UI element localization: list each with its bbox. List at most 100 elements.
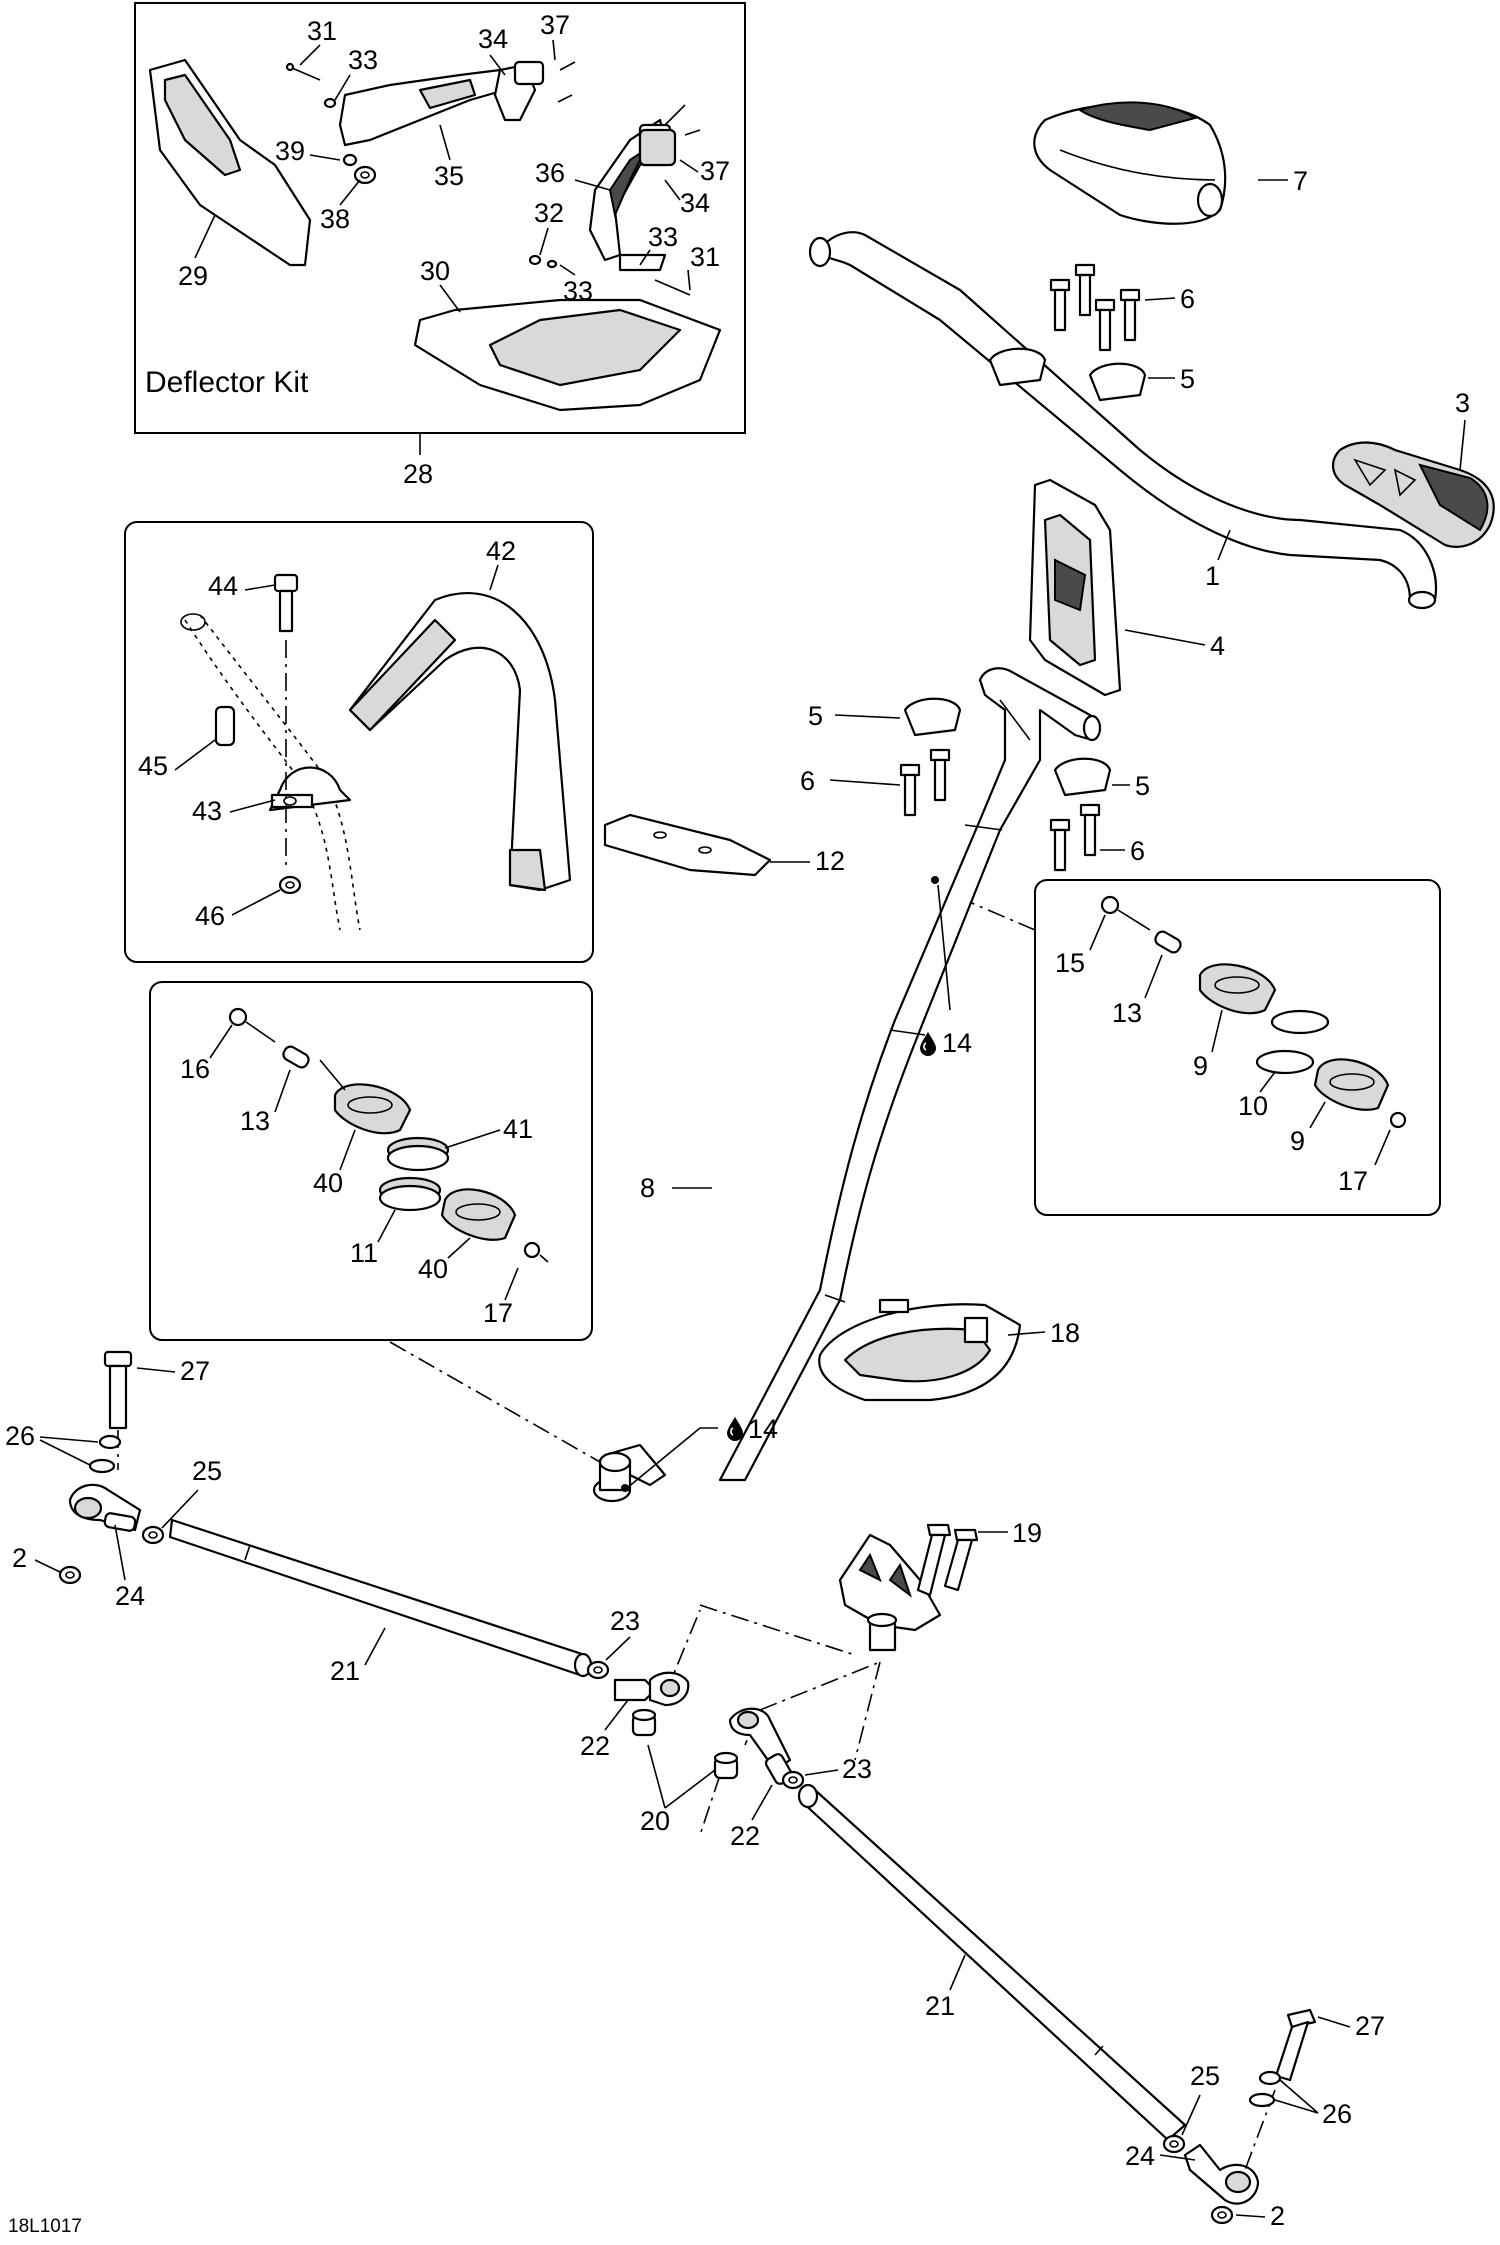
part-12-plate <box>603 813 772 877</box>
callout-23-a: 23 <box>610 1606 640 1636</box>
callout-13-b: 13 <box>240 1106 270 1136</box>
clamp-box-right: 15 13 9 10 9 17 <box>1034 879 1441 1216</box>
callout-11: 11 <box>350 1238 378 1268</box>
part-16-bolt <box>228 1007 276 1043</box>
callout-44: 44 <box>208 571 238 601</box>
figure-code: 18L1017 <box>8 2216 82 2237</box>
callout-3: 3 <box>1455 388 1470 418</box>
part-21-tie-rod-left <box>168 1518 593 1678</box>
part-43-clamp <box>268 766 352 812</box>
part-11-bushing <box>378 1176 442 1212</box>
callout-46: 46 <box>195 901 225 931</box>
part-27-bolt-right <box>1244 2008 1317 2171</box>
part-24-rod-end-right <box>1183 2143 1260 2205</box>
part-19-bolts <box>916 1523 979 1597</box>
callout-26-a: 26 <box>5 1421 35 1451</box>
part-34-clamp <box>638 128 677 167</box>
part-27-bolt-left <box>103 1350 133 1470</box>
part-23-nut-center-a <box>586 1660 610 1680</box>
part-26-washers-left <box>88 1434 122 1474</box>
callout-36: 36 <box>535 158 565 188</box>
callout-26-b: 26 <box>1322 2099 1352 2129</box>
part-5-clamp-mid-a <box>903 697 962 737</box>
callout-34-a: 34 <box>478 24 508 54</box>
callout-33-a: 33 <box>348 45 378 75</box>
callout-40-b: 40 <box>418 1254 448 1284</box>
callout-45: 45 <box>138 751 168 781</box>
callout-35: 35 <box>434 161 464 191</box>
callout-17-b: 17 <box>483 1298 513 1328</box>
handlebar-pad-box: 42 44 45 43 46 <box>124 521 594 963</box>
callout-24-a: 24 <box>115 1581 145 1611</box>
callout-27-a: 27 <box>180 1356 210 1386</box>
callout-40-a: 40 <box>313 1168 343 1198</box>
part-2-nut-right <box>1210 2205 1234 2225</box>
callout-5-b: 5 <box>808 701 823 731</box>
deflector-kit-frame <box>134 2 746 434</box>
callout-21-a: 21 <box>330 1656 360 1686</box>
callout-12: 12 <box>815 846 845 876</box>
part-1-handlebar <box>808 231 1438 610</box>
pad-box-frame <box>124 521 594 963</box>
bar-outline-dotted <box>180 613 361 931</box>
callout-1: 1 <box>1205 561 1220 591</box>
part-3-grip <box>1332 441 1495 548</box>
part-24-rod-end-left <box>68 1483 142 1532</box>
callout-37-b: 37 <box>700 156 730 186</box>
part-9-clamp-upper <box>1198 963 1277 1015</box>
callout-13-a: 13 <box>1112 998 1142 1028</box>
link-line-right-box <box>959 897 1036 931</box>
centerlines-tie-rod <box>664 1604 881 1836</box>
part-31-bolt <box>285 62 321 81</box>
callout-6-c: 6 <box>1130 836 1145 866</box>
part-10-bushing <box>1255 1009 1330 1075</box>
link-line-left-box <box>389 1341 601 1463</box>
part-6-bolts-mid-b <box>1049 803 1101 872</box>
part-13-bushing-right <box>1154 930 1182 954</box>
part-44-bolt <box>273 573 299 870</box>
part-22-rod-end-center-a <box>613 1671 690 1707</box>
callout-21-b: 21 <box>925 1991 955 2021</box>
callout-9-b: 9 <box>1290 1126 1305 1156</box>
part-46-nut <box>278 875 302 895</box>
callout-18: 18 <box>1050 1318 1080 1348</box>
callout-16: 16 <box>180 1054 210 1084</box>
deflector-kit-title: Deflector Kit <box>145 366 309 399</box>
part-18-boot <box>818 1298 1022 1402</box>
part-37-bolts <box>557 61 576 103</box>
clamp-box-left-frame <box>149 981 593 1341</box>
callout-38: 38 <box>320 204 350 234</box>
part-33-washer-right <box>546 259 558 269</box>
part-21-tie-rod-right <box>797 1783 1187 2142</box>
callout-27-b: 27 <box>1355 2011 1385 2041</box>
callout-25-a: 25 <box>192 1456 222 1486</box>
oil-drop-icon <box>919 1031 937 1057</box>
callout-6-b: 6 <box>800 766 815 796</box>
part-25-nut-left <box>141 1525 165 1545</box>
callout-33-c: 33 <box>563 276 593 306</box>
lube-point-14-upper: 14 <box>919 884 972 1058</box>
callout-39: 39 <box>275 136 305 166</box>
callout-8: 8 <box>640 1173 655 1203</box>
callout-22-b: 22 <box>730 1821 760 1851</box>
part-20-bushing-b <box>713 1751 739 1780</box>
part-45-spacer <box>214 705 236 747</box>
callout-6-a: 6 <box>1180 284 1195 314</box>
part-8-steering-column <box>592 667 1102 1503</box>
callout-30: 30 <box>420 256 450 286</box>
callout-29: 29 <box>178 261 208 291</box>
part-25-nut-right <box>1162 2134 1186 2154</box>
clamp-box-left: 16 13 41 40 11 40 17 <box>149 981 593 1341</box>
callout-32: 32 <box>534 198 564 228</box>
part-32-nut <box>528 254 542 266</box>
callout-10: 10 <box>1238 1091 1268 1121</box>
part-22-rod-end-center-b <box>728 1707 794 1785</box>
part-23-nut-center-b <box>781 1770 805 1790</box>
part-7-cover <box>1033 101 1227 225</box>
part-6-bolts-top <box>1049 263 1141 352</box>
callout-19: 19 <box>1012 1518 1042 1548</box>
part-35-left-bracket <box>338 60 545 147</box>
callout-20: 20 <box>640 1806 670 1836</box>
